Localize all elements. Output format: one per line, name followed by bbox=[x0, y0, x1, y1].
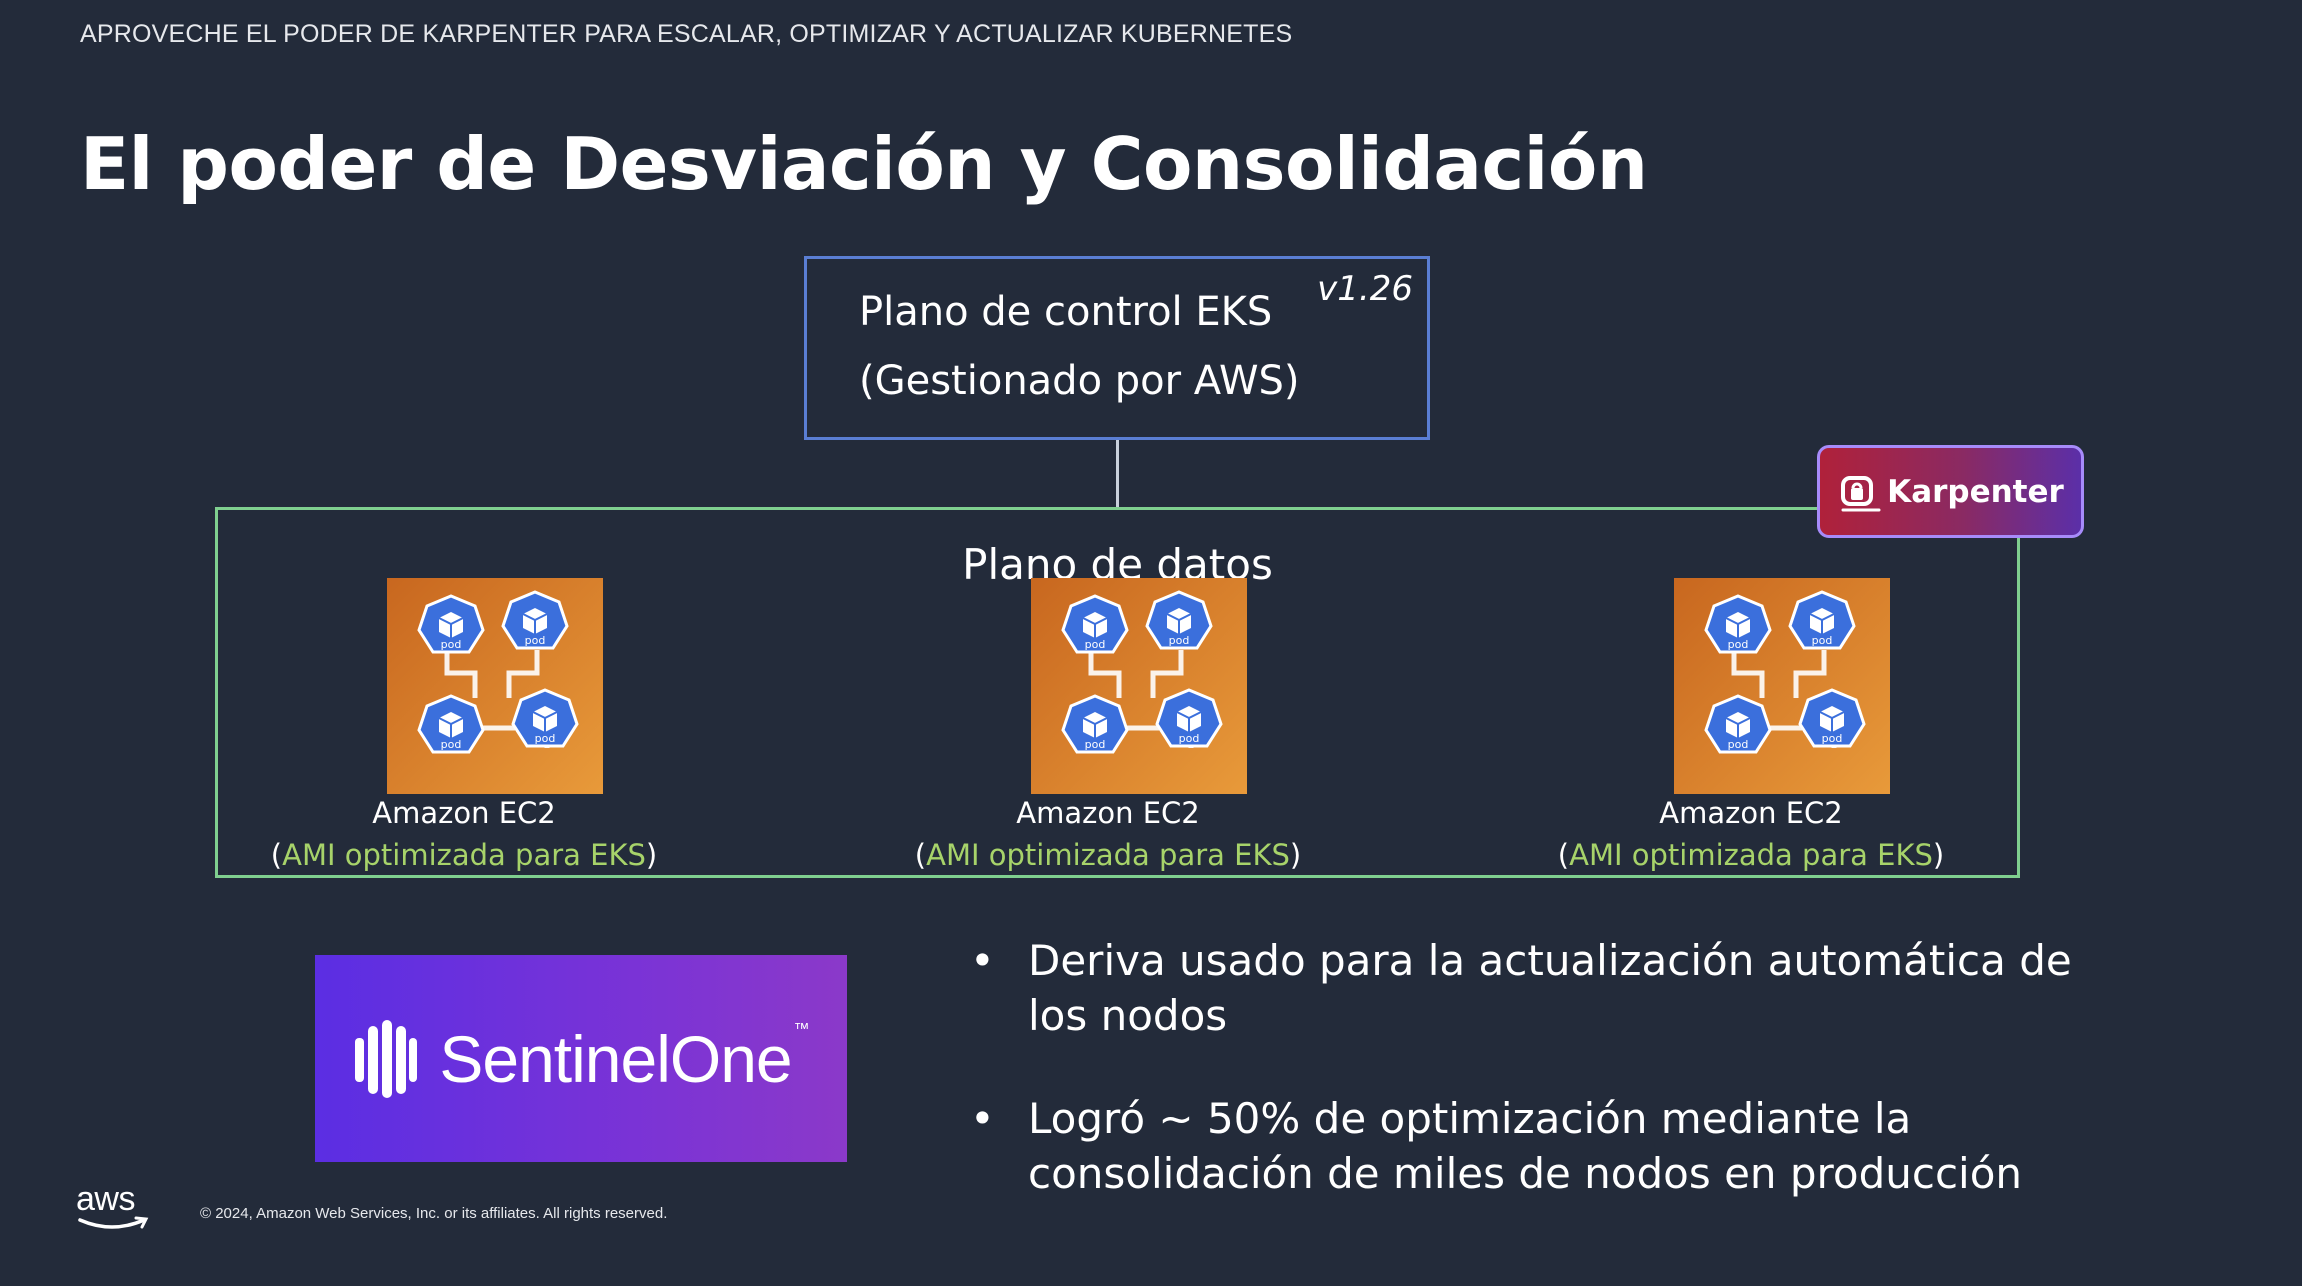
kubernetes-pods-graphic: pod pod pod pod bbox=[417, 590, 579, 754]
bullet-item: • Logró ~ 50% de optimización mediante l… bbox=[970, 1091, 2080, 1201]
eks-control-plane-box: Plano de control EKS (Gestionado por AWS… bbox=[804, 256, 1430, 440]
aws-logo-text: aws bbox=[76, 1180, 135, 1218]
svg-text:pod: pod bbox=[1085, 638, 1106, 651]
ami-label: (AMI optimizada para EKS) bbox=[270, 838, 658, 872]
slide-title: El poder de Desviación y Consolidación bbox=[80, 122, 1648, 206]
karpenter-label: Karpenter bbox=[1887, 473, 2064, 510]
svg-text:pod: pod bbox=[1179, 732, 1200, 745]
kubernetes-pod-icon: pod bbox=[1798, 688, 1866, 748]
svg-text:pod: pod bbox=[441, 638, 462, 651]
slide-header: APROVECHE EL PODER DE KARPENTER PARA ESC… bbox=[80, 20, 1293, 48]
kubernetes-pod-icon: pod bbox=[1704, 694, 1772, 754]
kubernetes-pods-graphic: pod pod pod pod bbox=[1061, 590, 1223, 754]
ec2-pods-icon: pod pod pod pod bbox=[1674, 578, 1890, 794]
kubernetes-pod-icon: pod bbox=[1061, 594, 1129, 654]
kubernetes-pod-icon: pod bbox=[1704, 594, 1772, 654]
svg-text:pod: pod bbox=[525, 634, 546, 647]
svg-text:pod: pod bbox=[1822, 732, 1843, 745]
ec2-node-3: pod pod pod pod bbox=[1531, 578, 1971, 878]
svg-text:pod: pod bbox=[1169, 634, 1190, 647]
svg-text:pod: pod bbox=[1728, 738, 1749, 751]
svg-text:pod: pod bbox=[1085, 738, 1106, 751]
bullet-dot: • bbox=[970, 1094, 995, 1143]
bullet-item: • Deriva usado para la actualización aut… bbox=[970, 933, 2080, 1043]
aws-logo: aws bbox=[76, 1180, 156, 1230]
connector-line bbox=[1116, 440, 1119, 508]
kubernetes-pods-graphic: pod pod pod pod bbox=[1704, 590, 1866, 754]
ami-label: (AMI optimizada para EKS) bbox=[914, 838, 1302, 872]
copyright-text: © 2024, Amazon Web Services, Inc. or its… bbox=[200, 1205, 668, 1222]
kubernetes-pod-icon: pod bbox=[1788, 590, 1856, 650]
bullet-list: • Deriva usado para la actualización aut… bbox=[970, 933, 2080, 1249]
ec2-pods-icon: pod pod pod pod bbox=[387, 578, 603, 794]
bullet-dot: • bbox=[970, 936, 995, 985]
bullet-text: Logró ~ 50% de optimización mediante la … bbox=[1028, 1094, 2023, 1198]
kubernetes-pod-icon: pod bbox=[1145, 590, 1213, 650]
karpenter-badge: Karpenter bbox=[1817, 445, 2084, 538]
kubernetes-pod-icon: pod bbox=[501, 590, 569, 650]
kubernetes-pod-icon: pod bbox=[417, 594, 485, 654]
kubernetes-pod-icon: pod bbox=[1061, 694, 1129, 754]
aws-smile-icon bbox=[78, 1216, 149, 1229]
bullet-text: Deriva usado para la actualización autom… bbox=[1028, 936, 2072, 1040]
svg-text:pod: pod bbox=[1728, 638, 1749, 651]
svg-text:pod: pod bbox=[535, 732, 556, 745]
ec2-label: Amazon EC2 bbox=[372, 796, 556, 830]
sentinelone-logo-icon bbox=[355, 1019, 418, 1098]
ec2-label: Amazon EC2 bbox=[1659, 796, 1843, 830]
ec2-node-1: pod pod pod pod bbox=[244, 578, 684, 878]
kubernetes-pod-icon: pod bbox=[417, 694, 485, 754]
svg-text:pod: pod bbox=[441, 738, 462, 751]
ami-label: (AMI optimizada para EKS) bbox=[1557, 838, 1945, 872]
control-plane-managed-label: (Gestionado por AWS) bbox=[859, 358, 1300, 404]
kubernetes-pod-icon: pod bbox=[1155, 688, 1223, 748]
ec2-label: Amazon EC2 bbox=[1016, 796, 1200, 830]
karpenter-logo-icon bbox=[1841, 475, 1881, 511]
ec2-node-2: pod pod pod pod bbox=[888, 578, 1328, 878]
svg-text:pod: pod bbox=[1812, 634, 1833, 647]
eks-version-label: v1.26 bbox=[1317, 269, 1413, 309]
control-plane-label: Plano de control EKS bbox=[859, 289, 1273, 335]
kubernetes-pod-icon: pod bbox=[511, 688, 579, 748]
ec2-pods-icon: pod pod pod pod bbox=[1031, 578, 1247, 794]
